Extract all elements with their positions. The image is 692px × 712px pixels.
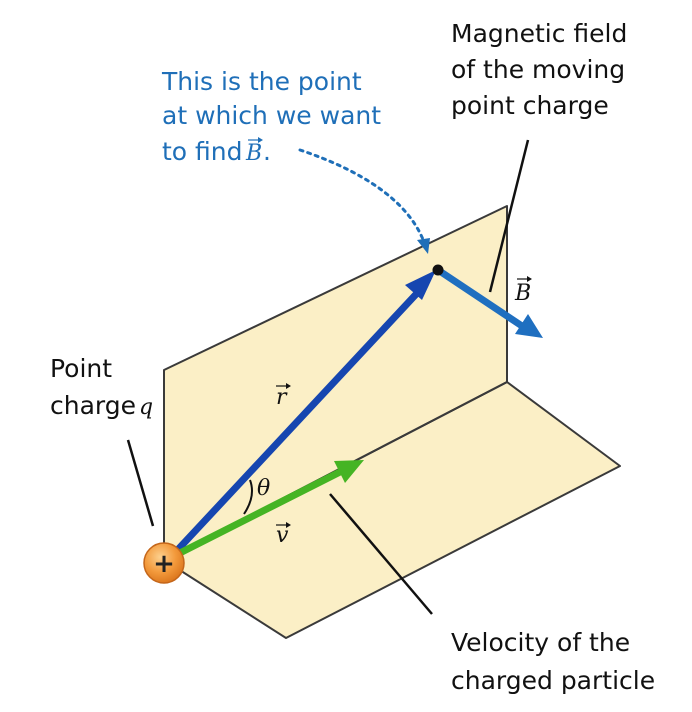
b-symbol: B (514, 281, 531, 306)
velocity-leader-line (329, 493, 433, 615)
velocity-line-1: Velocity of the (451, 628, 630, 657)
callout-arrowhead (417, 238, 430, 254)
magnetic-field-callout: Magnetic field of the moving point charg… (451, 19, 627, 120)
v-vector-arrowhead (334, 460, 364, 483)
velocity-callout: Velocity of the charged particle (451, 628, 655, 695)
target-point-callout: This is the point at which we want to fi… (161, 67, 381, 166)
point-charge-callout: Point charge q (50, 354, 153, 420)
r-vector (166, 286, 424, 562)
magnetic-field-line-2: of the moving (451, 55, 625, 84)
r-symbol: r (276, 385, 288, 410)
velocity-line-2: charged particle (451, 666, 655, 695)
target-point-period: . (263, 137, 271, 166)
r-vector-arrowhead (405, 270, 436, 300)
b-label: B (514, 276, 532, 306)
angle-arc (243, 479, 253, 515)
field-leader-line (488, 139, 530, 293)
b-vector (434, 266, 529, 332)
theta-symbol: θ (257, 476, 270, 501)
magnetic-field-line-1: Magnetic field (451, 19, 627, 48)
callout-dotted-arrow (298, 148, 426, 244)
v-vector (166, 468, 344, 562)
v-vector-overarrow-head (286, 522, 291, 528)
field-point (432, 264, 444, 276)
v-label: v (276, 522, 291, 548)
magnetic-field-line-3: point charge (451, 91, 609, 120)
target-b-overarrow-head (258, 137, 263, 143)
target-point-b-symbol: B (245, 141, 262, 166)
r-label: r (276, 383, 291, 410)
point-charge-line-1: Point (50, 354, 112, 383)
charge-plus-sign: + (153, 549, 175, 579)
target-point-line-2: at which we want (162, 101, 381, 130)
charge-leader-line (126, 439, 155, 527)
point-charge-line-2: charge (50, 391, 136, 420)
r-vector-overarrow-head (286, 383, 291, 389)
target-point-line-3: to find (162, 137, 243, 166)
point-charge (143, 542, 185, 584)
v-symbol: v (276, 523, 289, 548)
charge-symbol: q (139, 395, 153, 420)
b-vector-overarrow-head (527, 276, 532, 282)
target-point-line-1: This is the point (161, 67, 362, 96)
b-vector-arrowhead (515, 314, 543, 338)
